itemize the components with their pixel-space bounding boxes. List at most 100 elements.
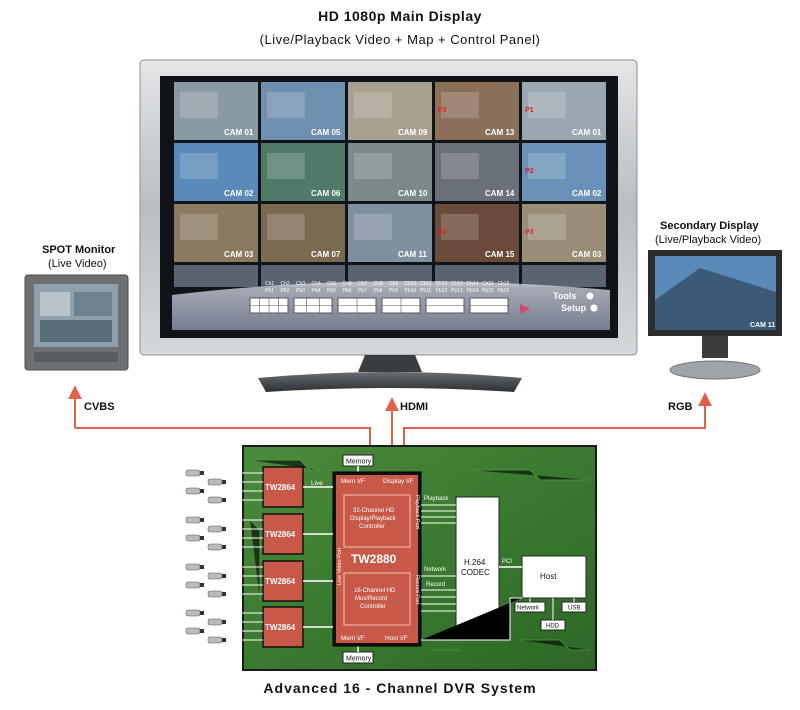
cctv-camera-body (185, 534, 201, 542)
spot-screen-region (74, 292, 112, 316)
cctv-camera-lens (200, 536, 204, 540)
playback-channel-label[interactable]: Pb9 (389, 288, 398, 294)
spot-monitor-subtitle: (Live Video) (48, 258, 107, 270)
camera-tile[interactable] (261, 82, 345, 140)
playback-channel-label[interactable]: Pb6 (343, 288, 352, 294)
spot-screen-region (40, 292, 70, 316)
cctv-camera-lens (200, 565, 204, 569)
channel-label[interactable]: Ch14 (467, 281, 479, 287)
cctv-camera-body (185, 609, 201, 617)
camera-tile-detail (180, 153, 218, 180)
channel-label[interactable]: Ch11 (420, 281, 432, 287)
secondary-screen-region (655, 268, 776, 330)
rgb-label: RGB (668, 401, 693, 413)
host-links (421, 597, 575, 641)
tools-label: Tools (553, 291, 576, 301)
camera-preset-mark: P4 (438, 229, 447, 236)
tw2864-label: TW2864 (265, 530, 296, 539)
playback-channel-label[interactable]: Pb14 (467, 288, 479, 294)
tw2864-label: TW2864 (265, 483, 296, 492)
channel-label[interactable]: Ch15 (482, 281, 494, 287)
camera-tile-detail (528, 214, 566, 241)
playback-channel-label[interactable]: Pb13 (451, 288, 463, 294)
camera-tile[interactable] (261, 204, 345, 262)
cctv-camera-icon (207, 572, 226, 580)
playback-channel-label[interactable]: Pb12 (436, 288, 448, 294)
playback-channel-label[interactable]: Pb3 (296, 288, 305, 294)
dvr-board: Memory Memory Mem I/F Display I/F 32-Cha… (185, 445, 597, 671)
cctv-camera-lens (200, 629, 204, 633)
camera-label: CAM 01 (572, 128, 602, 137)
playback-channel-label[interactable]: Pb5 (327, 288, 336, 294)
h264-codec-box (455, 496, 500, 631)
chip-codec-bus (421, 504, 456, 612)
cctv-camera-body (185, 469, 201, 477)
camera-tile[interactable] (174, 204, 258, 262)
camera-label: CAM 02 (572, 189, 602, 198)
channel-label[interactable]: Ch2 (281, 281, 290, 287)
camera-tile[interactable] (435, 82, 519, 140)
channel-label[interactable]: Ch10 (405, 281, 417, 287)
channel-label[interactable]: Ch13 (451, 281, 463, 287)
camera-tile-detail (180, 214, 218, 241)
tw2864-label: TW2864 (265, 623, 296, 632)
cctv-camera-body (207, 525, 223, 533)
camera-tile[interactable] (261, 143, 345, 201)
tw2864-chip (262, 560, 304, 602)
channel-label[interactable]: Ch16 (498, 281, 510, 287)
camera-tile[interactable] (348, 204, 432, 262)
playback-channel-label[interactable]: Pb16 (498, 288, 510, 294)
channel-label[interactable]: Ch4 (312, 281, 321, 287)
channel-label[interactable]: Ch5 (327, 281, 336, 287)
cctv-camera-body (207, 618, 223, 626)
playback-channel-label[interactable]: Pb15 (482, 288, 494, 294)
camera-tile[interactable] (522, 82, 606, 140)
playback-channel-label[interactable]: Pb2 (281, 288, 290, 294)
cctv-camera-body (185, 581, 201, 589)
channel-label[interactable]: Ch12 (436, 281, 448, 287)
channel-label[interactable]: Ch1 (265, 281, 274, 287)
cctv-camera-body (207, 572, 223, 580)
camera-label: CAM 02 (224, 189, 254, 198)
cctv-camera-body (207, 478, 223, 486)
record-controller-block (343, 572, 411, 626)
camera-tile[interactable] (348, 143, 432, 201)
cctv-camera-lens (200, 471, 204, 475)
camera-tile[interactable] (435, 204, 519, 262)
channel-label[interactable]: Ch8 (374, 281, 383, 287)
playback-channel-label[interactable]: Pb7 (358, 288, 367, 294)
channel-label[interactable]: Ch9 (389, 281, 398, 287)
codec-label-line2: CODEC (461, 568, 490, 577)
channel-label[interactable]: Ch6 (343, 281, 352, 287)
playback-channel-label[interactable]: Pb1 (265, 288, 274, 294)
camera-tile[interactable] (348, 82, 432, 140)
camera-tile[interactable] (522, 143, 606, 201)
spot-screen-region (40, 320, 112, 342)
playback-channel-label[interactable]: Pb11 (420, 288, 432, 294)
channel-label[interactable]: Ch7 (358, 281, 367, 287)
display-controller-block (343, 494, 411, 548)
camera-preset-mark: P3 (438, 107, 447, 114)
usb-label: USB (568, 606, 580, 612)
channel-row: Ch1Pb1Ch2Pb2Ch3Pb3Ch4Pb4Ch5Pb5Ch6Pb6Ch7P… (265, 281, 510, 294)
camera-tile[interactable] (522, 204, 606, 262)
hdd-label: HDD (546, 624, 560, 630)
channel-label[interactable]: Ch3 (296, 281, 305, 287)
cctv-camera-lens (222, 527, 226, 531)
camera-tile-partial (174, 265, 258, 287)
secondary-display-neck (702, 336, 728, 358)
playback-channel-label[interactable]: Pb10 (405, 288, 417, 294)
memory-top-label: Memory (346, 459, 372, 466)
playback-channel-label[interactable]: Pb8 (374, 288, 383, 294)
camera-tile[interactable] (174, 143, 258, 201)
cctv-camera-lens (200, 489, 204, 493)
cctv-camera-body (185, 516, 201, 524)
playback-channel-label[interactable]: Pb4 (312, 288, 321, 294)
tw2864-label: TW2864 (265, 577, 296, 586)
camera-tile[interactable] (435, 143, 519, 201)
camera-tile[interactable] (174, 82, 258, 140)
camera-tile-detail (180, 92, 218, 119)
setup-label: Setup (561, 303, 587, 313)
